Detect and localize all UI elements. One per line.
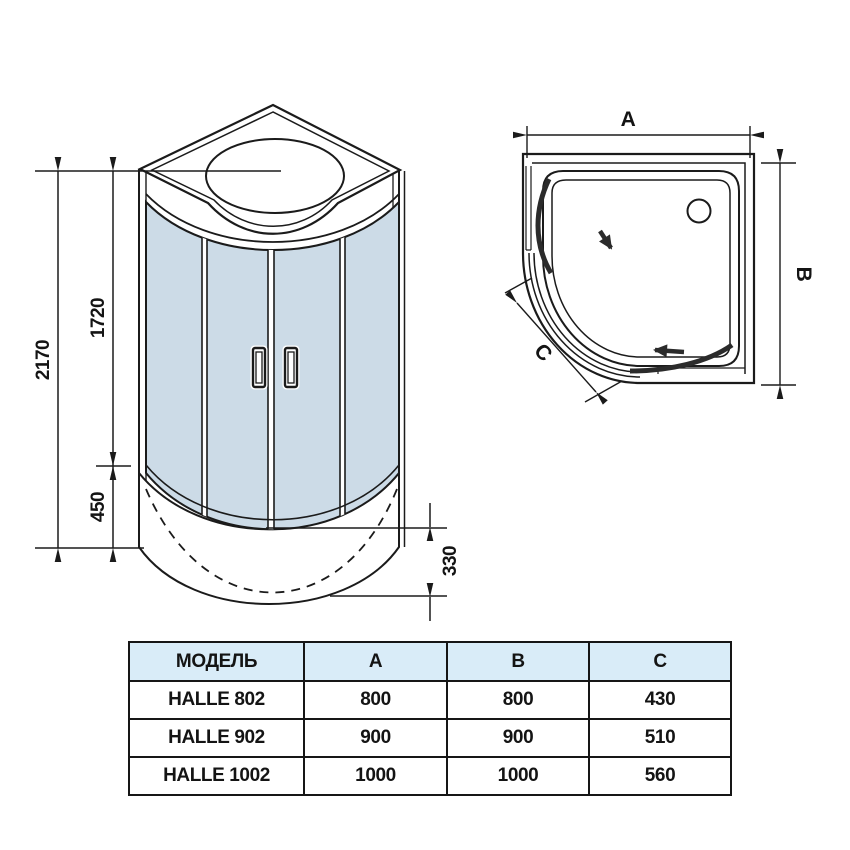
tray-apron (138, 470, 400, 605)
dim-tray-height-label: 450 (88, 492, 109, 522)
panel-dividers (146, 202, 399, 530)
a-cell: 1000 (303, 756, 448, 796)
table-header-row: МОДЕЛЬ A B C (128, 641, 732, 682)
model-cell: HALLE 902 (128, 718, 305, 758)
dim-b-label: B (792, 267, 815, 282)
ext-tick-c-lower (584, 380, 623, 403)
roof-inner (150, 111, 391, 227)
dim-door-height-label: 1720 (88, 298, 109, 338)
dim-total-height-label: 2170 (33, 340, 54, 380)
b-cell: 1000 (446, 756, 590, 796)
a-cell: 900 (303, 718, 448, 758)
table-row: HALLE 802 800 800 430 (128, 680, 732, 720)
header-b: B (446, 641, 590, 682)
table-row: HALLE 1002 1000 1000 560 (128, 756, 732, 796)
tray-rim-inner (551, 179, 731, 358)
front-dimensions (35, 157, 447, 621)
c-cell: 430 (588, 680, 732, 720)
sliding-door-arc-2 (629, 342, 734, 374)
spec-table: МОДЕЛЬ A B C HALLE 802 800 800 430 HALLE… (128, 641, 732, 796)
model-cell: HALLE 802 (128, 680, 305, 720)
b-cell: 900 (446, 718, 590, 758)
front-view: 2170 1720 450 330 (33, 103, 461, 621)
header-c: C (588, 641, 732, 682)
door-handle-left (250, 345, 268, 390)
c-cell: 560 (588, 756, 732, 796)
tray-hidden-edge (145, 488, 398, 594)
bottom-rail (146, 464, 399, 521)
b-cell: 800 (446, 680, 590, 720)
top-view: A B C (504, 108, 815, 405)
dim-line-c (505, 290, 608, 405)
table-row: HALLE 902 900 900 510 (128, 718, 732, 758)
drain-circle (686, 198, 712, 224)
wall-inner-line (532, 162, 746, 374)
fixed-panel-left (525, 166, 532, 251)
a-cell: 800 (303, 680, 448, 720)
dim-tray-depth-label: 330 (440, 546, 461, 576)
c-cell: 510 (588, 718, 732, 758)
top-rail (145, 193, 400, 243)
header-model: МОДЕЛЬ (128, 641, 305, 682)
door-handle-right (282, 345, 300, 390)
header-a: A (303, 641, 448, 682)
slide-direction-arrow-2 (653, 344, 685, 358)
model-cell: HALLE 1002 (128, 756, 305, 796)
sliding-door-arc-1 (535, 177, 554, 275)
slide-direction-arrow-1 (598, 229, 613, 250)
top-view-dimensions (504, 126, 796, 405)
dim-a-label: A (621, 108, 636, 131)
roof-dome (205, 138, 345, 214)
